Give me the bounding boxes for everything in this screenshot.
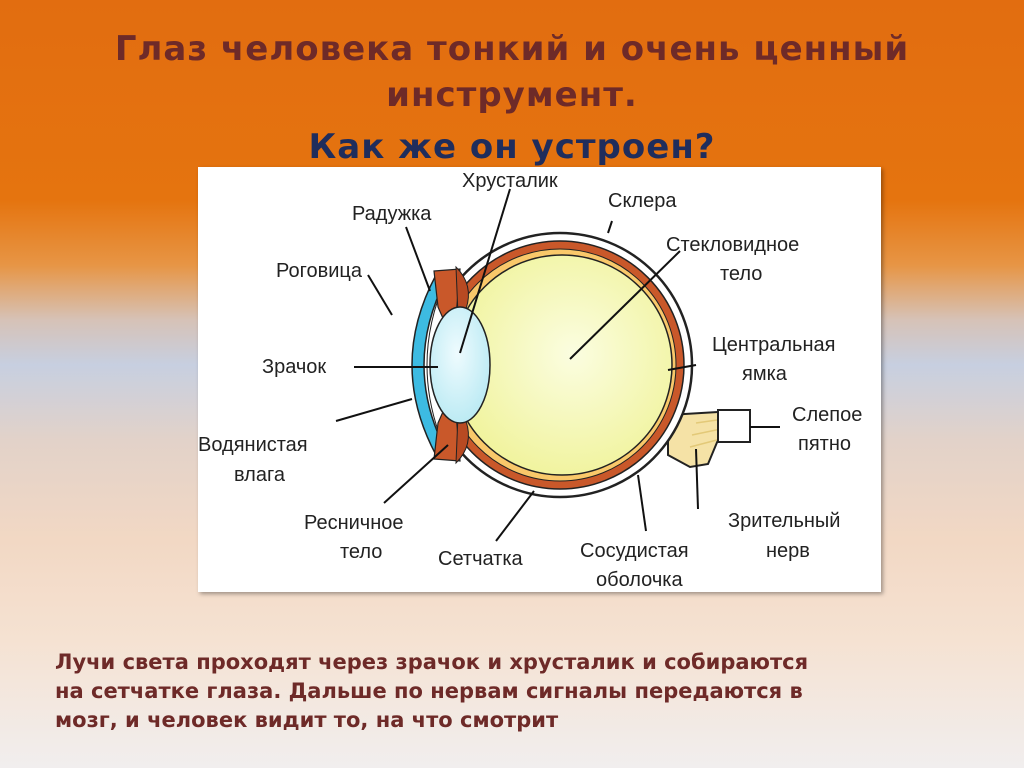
label-aqueous-2: влага: [234, 464, 286, 486]
label-fovea-1: Центральная: [712, 334, 835, 356]
caption-line-1: Лучи света проходят через зрачок и хруст…: [55, 650, 809, 674]
label-blind-spot-2: пятно: [798, 433, 851, 455]
label-fovea-2: ямка: [742, 363, 788, 385]
subtitle-question: Как же он устроен?: [308, 127, 716, 167]
caption-text: Лучи света проходят через зрачок и хруст…: [55, 648, 985, 735]
label-blind-spot-1: Слепое: [792, 404, 862, 426]
leader-lines: [335, 188, 780, 542]
label-optic-nerve-1: Зрительный: [728, 510, 840, 532]
label-ciliary-1: Ресничное: [304, 512, 404, 534]
title-line-2: инструмент.: [386, 75, 638, 115]
label-vitreous-2: тело: [720, 263, 762, 285]
label-aqueous-1: Водянистая: [198, 434, 308, 456]
label-iris: Радужка: [352, 203, 432, 225]
label-choroid-1: Сосудистая: [580, 540, 689, 562]
label-ciliary-2: тело: [340, 541, 382, 563]
caption-line-2: на сетчатке глаза. Дальше по нервам сигн…: [55, 679, 803, 703]
title-line-1: Глаз человека тонкий и очень ценный: [114, 29, 910, 69]
label-retina: Сетчатка: [438, 548, 524, 570]
label-choroid-2: оболочка: [596, 569, 683, 591]
label-lens: Хрусталик: [462, 170, 558, 192]
label-vitreous-1: Стекловидное: [666, 234, 799, 256]
label-sclera: Склера: [608, 190, 677, 212]
eye-diagram-panel: Хрусталик Радужка Склера Стекловидное те…: [198, 167, 881, 592]
lens: [429, 306, 491, 424]
caption-line-3: мозг, и человек видит то, на что смотрит: [55, 708, 559, 732]
label-pupil: Зрачок: [262, 356, 326, 378]
eye-diagram: Хрусталик Радужка Склера Стекловидное те…: [198, 170, 862, 591]
label-optic-nerve-2: нерв: [766, 540, 810, 562]
label-cornea: Роговица: [276, 260, 363, 282]
blind-spot-box: [717, 409, 751, 443]
